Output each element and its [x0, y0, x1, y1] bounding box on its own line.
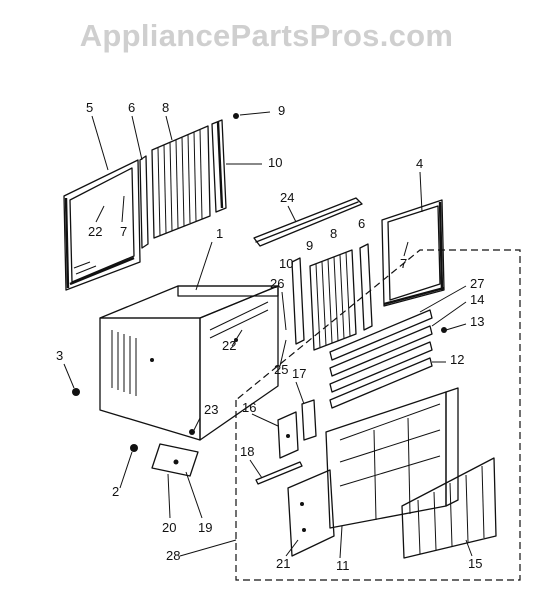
- callout-15: 15: [468, 556, 482, 571]
- part-6-right-strip: [359, 243, 373, 331]
- callout-22: 22: [88, 224, 102, 239]
- callout-23: 23: [204, 402, 218, 417]
- part-8-accordion-panel: [151, 125, 211, 239]
- callout-5: 5: [86, 100, 93, 115]
- callout-26: 26: [270, 276, 284, 291]
- callout-9: 9: [278, 103, 285, 118]
- callout-28: 28: [166, 548, 180, 563]
- callout-7: 7: [120, 224, 127, 239]
- part-23-screw: [189, 429, 195, 435]
- front-assembly-kit-boundary: [235, 249, 521, 581]
- part-1-cabinet: [99, 285, 279, 441]
- callout-12: 12: [450, 352, 464, 367]
- part-19-bracket: [151, 443, 199, 477]
- part-21-side-panel: [287, 469, 335, 557]
- part-5-side-curtain-frame: [63, 159, 141, 291]
- callout-9: 9: [306, 238, 313, 253]
- part-3-screw: [72, 388, 80, 396]
- callout-16: 16: [242, 400, 256, 415]
- callout-17: 17: [292, 366, 306, 381]
- part-2-screw: [130, 444, 138, 452]
- part-15-filter: [401, 457, 497, 559]
- callout-6: 6: [358, 216, 365, 231]
- part-24-top-rail: [253, 197, 363, 247]
- part-17-clip: [301, 399, 317, 441]
- callout-22: 22: [222, 338, 236, 353]
- callout-24: 24: [280, 190, 294, 205]
- callout-8: 8: [162, 100, 169, 115]
- callout-11: 11: [336, 558, 350, 573]
- callout-10: 10: [279, 256, 293, 271]
- callout-20: 20: [162, 520, 176, 535]
- part-6-strip: [139, 155, 149, 249]
- callout-2: 2: [112, 484, 119, 499]
- callout-25: 25: [274, 362, 288, 377]
- callout-3: 3: [56, 348, 63, 363]
- callout-21: 21: [276, 556, 290, 571]
- callout-13: 13: [470, 314, 484, 329]
- part-8-right-accordion-panel: [309, 249, 357, 351]
- callout-14: 14: [470, 292, 484, 307]
- part-16-control-bracket: [277, 411, 299, 459]
- part-18-rod: [255, 461, 303, 485]
- leader-lines: [63, 111, 473, 559]
- part-12-louver: [329, 357, 433, 409]
- part-10-channel: [211, 119, 227, 213]
- callout-27: 27: [470, 276, 484, 291]
- callout-6: 6: [128, 100, 135, 115]
- part-13-louver: [329, 327, 447, 393]
- part-11-front-grille: [325, 387, 459, 529]
- part-10-right-channel: [291, 257, 305, 345]
- callout-19: 19: [198, 520, 212, 535]
- part-14-louver: [329, 325, 433, 377]
- callout-10: 10: [268, 155, 282, 170]
- callout-8: 8: [330, 226, 337, 241]
- part-27-louver: [329, 309, 433, 361]
- callout-4: 4: [416, 156, 423, 171]
- callout-7: 7: [400, 256, 407, 271]
- watermark-text: AppliancePartsPros.com: [79, 18, 454, 53]
- part-4-side-curtain-frame: [381, 199, 445, 307]
- callout-1: 1: [216, 226, 223, 241]
- part-9-screw: [233, 113, 239, 119]
- callout-18: 18: [240, 444, 254, 459]
